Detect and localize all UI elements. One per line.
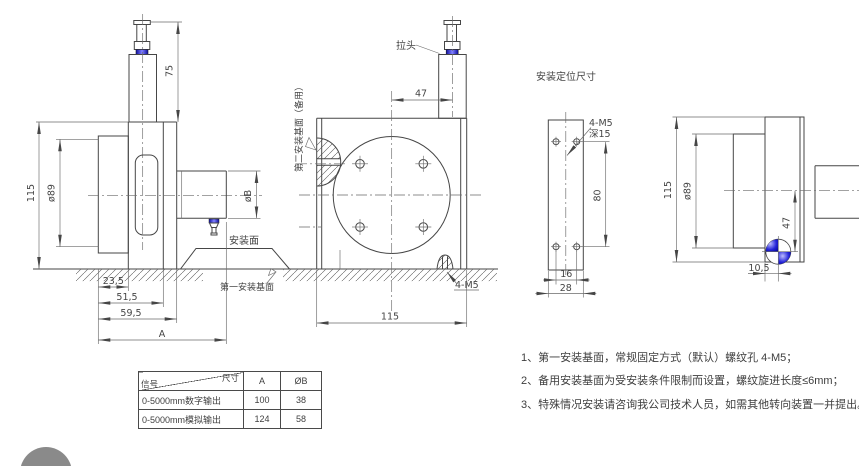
- ground-hatch-left: [76, 269, 203, 282]
- note-2: 2、备用安装基面为受安装条件限制而设置，螺纹旋进长度≤6mm；: [521, 375, 844, 387]
- outlet-cylinder: [176, 170, 227, 219]
- dim-59-5: 59,5: [120, 308, 141, 319]
- cell-B: 58: [280, 409, 322, 429]
- note-1: 1、第一安装基面，常规固定方式（默认）螺纹孔 4-M5；: [521, 352, 798, 364]
- ground-hatch-right: [283, 269, 497, 282]
- dim-front-47: 47: [415, 89, 427, 100]
- mounting-plate-view: 安装定位尺寸 4-M5 深15 80 16 28: [535, 70, 613, 298]
- label-second-base: 第二安装基面（备用）: [293, 82, 304, 172]
- corner-label-size: 尺寸: [221, 373, 239, 383]
- dim-right-10-5: 10,5: [748, 263, 769, 274]
- label-mount-face: 安装面: [229, 234, 259, 247]
- datum-flag-icon: [305, 136, 317, 151]
- dim-left-dB: øB: [243, 190, 254, 202]
- section-title: 安装定位尺寸: [536, 70, 596, 83]
- spec-table: 尺寸 信号 A ØB 0-5000mm数字输出 100 38 0-5000mm模…: [138, 371, 322, 429]
- blue-bushing: [135, 49, 149, 55]
- dim-left-head: 75: [165, 65, 176, 77]
- dim-front-width: 115: [381, 312, 399, 323]
- note-3: 3、特殊情况安装请咨询我公司技术人员，如需其他转向装置一并提出。: [521, 399, 859, 411]
- label-plate-depth: 深15: [589, 129, 611, 140]
- dim-23-5: 23,5: [103, 276, 124, 287]
- left-side-view: 115 ø89 75 øB 23,5 51,5 59,5 A 安装面 第一安装基…: [26, 14, 498, 344]
- table-corner-cell: 尺寸 信号: [138, 371, 244, 391]
- dim-plate-16: 16: [560, 269, 572, 280]
- col-header-A: A: [243, 371, 281, 391]
- front-view: 拉头 47 4-M5 115 第二安装基面（备用）: [293, 16, 483, 327]
- col-header-B: ØB: [280, 371, 322, 391]
- wire-outlet-ball: [762, 236, 798, 282]
- dim-left-height: 115: [26, 184, 37, 202]
- cell-signal: 0-5000mm数字输出: [138, 390, 244, 410]
- floating-button-partial[interactable]: [20, 447, 72, 466]
- dim-51-5: 51,5: [116, 292, 137, 303]
- label-plate-4m5: 4-M5: [589, 118, 613, 129]
- corner-label-signal: 信号: [141, 379, 159, 389]
- dim-plate-80: 80: [593, 189, 604, 201]
- plate-holes: [551, 136, 582, 252]
- mount-pad-outline: [180, 248, 290, 270]
- dim-A: A: [159, 329, 166, 340]
- label-first-base: 第一安装基面: [220, 281, 274, 292]
- cell-A: 100: [243, 390, 281, 410]
- front-screw-holes: [352, 155, 432, 235]
- table-row: 0-5000mm模拟输出 124 58: [138, 409, 322, 429]
- label-pull-head: 拉头: [396, 39, 416, 52]
- pull-head-side: [128, 14, 157, 250]
- cell-A: 124: [243, 409, 281, 429]
- cell-B: 38: [280, 390, 322, 410]
- dim-left-drum: ø89: [47, 184, 58, 202]
- dim-plate-28: 28: [560, 283, 572, 294]
- front-m5-boss: [436, 254, 454, 270]
- cell-signal: 0-5000mm模拟输出: [138, 409, 244, 429]
- second-base-boss: [316, 137, 342, 187]
- dim-right-height: 115: [663, 181, 674, 199]
- rear-side-view: 115 ø89 47 10,5: [663, 116, 859, 282]
- datum-flag-icon: [267, 267, 277, 277]
- dim-right-47: 47: [782, 217, 793, 229]
- table-row: 0-5000mm数字输出 100 38: [138, 390, 322, 410]
- dim-right-drum: ø89: [683, 182, 694, 200]
- pull-head-front: [438, 16, 467, 119]
- table-header-row: 尺寸 信号 A ØB: [138, 371, 322, 391]
- wire-tip: [208, 218, 220, 236]
